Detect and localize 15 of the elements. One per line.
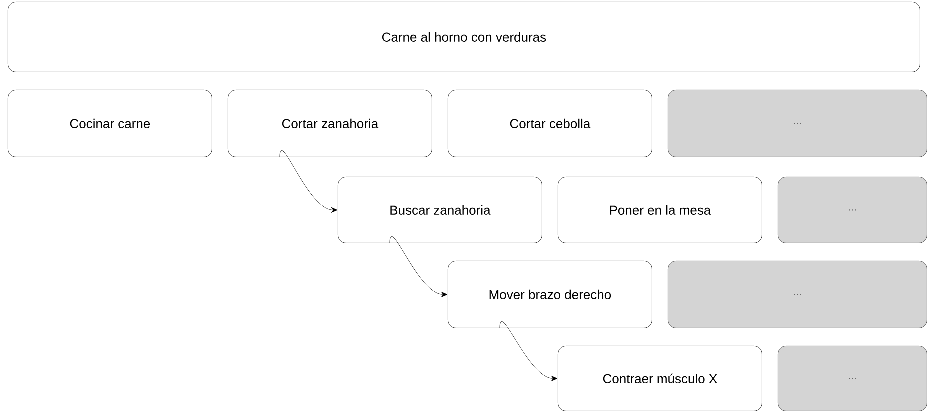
arrow xyxy=(280,150,338,213)
title-box: Carne al horno con verduras xyxy=(8,2,920,72)
arrow xyxy=(390,236,448,298)
task-box: Poner en la mesa xyxy=(558,177,762,244)
task-box: Cocinar carne xyxy=(8,90,212,158)
task-box: Cortar zanahoria xyxy=(228,90,432,158)
placeholder-box: ... xyxy=(668,90,928,158)
task-box: Cortar cebolla xyxy=(448,90,652,158)
placeholder-box: ... xyxy=(778,177,928,244)
placeholder-box: ... xyxy=(778,346,928,412)
task-box: Mover brazo derecho xyxy=(448,261,652,328)
placeholder-box: ... xyxy=(668,261,928,328)
task-box: Buscar zanahoria xyxy=(338,177,542,244)
task-box: Contraer músculo X xyxy=(558,346,762,412)
arrow xyxy=(500,322,558,382)
